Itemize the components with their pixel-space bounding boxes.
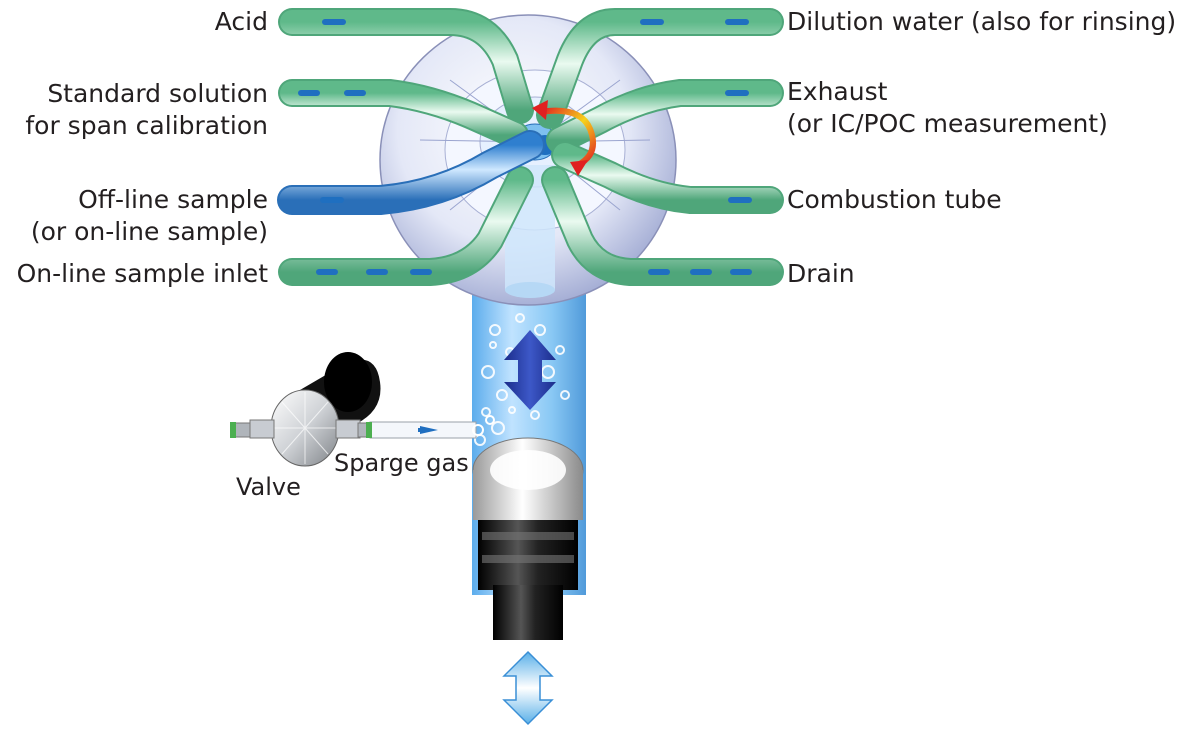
label-dilution-text: Dilution water (also for rinsing) bbox=[787, 7, 1177, 36]
sparge-valve bbox=[230, 352, 381, 467]
tube-standard-solution bbox=[278, 79, 529, 149]
tube-drain bbox=[541, 166, 784, 286]
label-combustion-tube: Combustion tube bbox=[787, 184, 1047, 216]
label-offline-line2: (or on-line sample) bbox=[30, 217, 268, 246]
flow-arrows bbox=[298, 19, 752, 275]
label-online-inlet: On-line sample inlet bbox=[4, 258, 268, 290]
label-offline-line1: Off-line sample bbox=[78, 185, 268, 214]
syringe bbox=[472, 285, 586, 640]
label-acid: Acid bbox=[150, 6, 268, 38]
label-exhaust-line1: Exhaust bbox=[787, 77, 888, 106]
label-online-inlet-text: On-line sample inlet bbox=[16, 259, 268, 288]
rotation-arrow bbox=[532, 100, 596, 176]
sparge-gas-line bbox=[369, 415, 495, 439]
sparge-bubbles bbox=[474, 313, 570, 446]
label-drain: Drain bbox=[787, 258, 907, 290]
label-exhaust-line2: (or IC/POC measurement) bbox=[787, 109, 1108, 138]
label-combustion-text: Combustion tube bbox=[787, 185, 1002, 214]
syringe-stroke-arrow bbox=[504, 330, 556, 410]
label-standard-line2: for span calibration bbox=[25, 111, 268, 140]
tube-combustion bbox=[551, 141, 784, 214]
label-standard-solution: Standard solution for span calibration bbox=[18, 78, 268, 142]
tube-offline-sample bbox=[277, 130, 545, 215]
label-valve: Valve bbox=[236, 473, 301, 501]
tube-exhaust bbox=[546, 79, 784, 154]
piston-rod bbox=[493, 585, 563, 640]
label-exhaust: Exhaust (or IC/POC measurement) bbox=[787, 76, 1117, 140]
label-offline-sample: Off-line sample (or on-line sample) bbox=[18, 184, 268, 248]
tube-acid bbox=[278, 8, 534, 124]
label-drain-text: Drain bbox=[787, 259, 855, 288]
label-sparge-gas: Sparge gas bbox=[334, 449, 469, 477]
label-standard-line1: Standard solution bbox=[47, 79, 268, 108]
tube-dilution-water bbox=[536, 7, 784, 129]
label-acid-text: Acid bbox=[214, 7, 268, 36]
drive-motion-arrow bbox=[502, 650, 554, 726]
label-dilution-water: Dilution water (also for rinsing) bbox=[787, 6, 1197, 38]
